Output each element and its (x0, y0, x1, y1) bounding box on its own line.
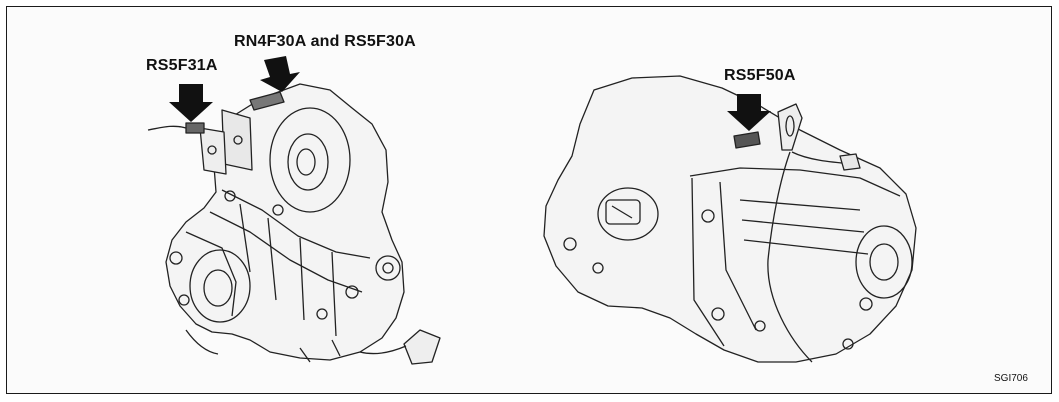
label-rs5f50a: RS5F50A (724, 67, 796, 84)
right-transaxle (543, 75, 917, 363)
label-rn4f30a-rs5f30a: RN4F30A and RS5F30A (234, 33, 416, 50)
down-arrow-icon (727, 94, 771, 131)
figure-code: SGI706 (994, 373, 1028, 384)
down-arrow-icon (169, 84, 213, 122)
down-arrow-icon (260, 56, 300, 92)
label-rs5f31a: RS5F31A (146, 57, 218, 74)
left-transaxle (147, 83, 441, 365)
